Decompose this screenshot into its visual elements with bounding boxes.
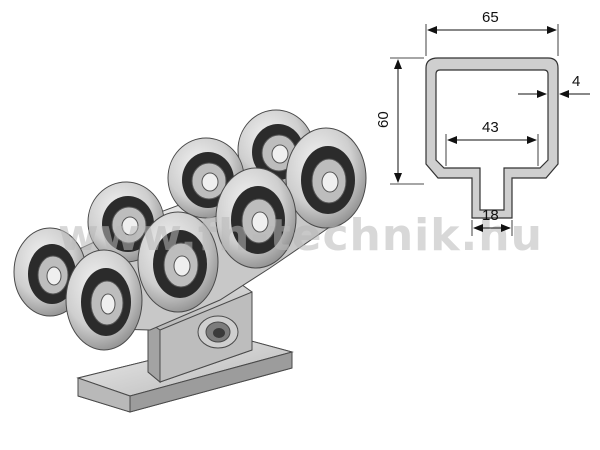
dimension-slot-value: 18 <box>482 207 499 224</box>
dimension-height: 60 <box>375 57 424 185</box>
dimension-inner-width-value: 43 <box>482 119 499 136</box>
wheel <box>65 249 143 351</box>
wheel <box>285 127 367 229</box>
wheel <box>137 211 219 313</box>
mounting-bracket <box>147 281 253 384</box>
dimension-wall-value: 4 <box>572 73 580 90</box>
dimension-wall: 4 <box>518 73 590 98</box>
dimension-slot: 18 <box>471 207 513 236</box>
wheel <box>215 167 297 269</box>
carriage-illustration <box>13 109 367 413</box>
dimension-height-value: 60 <box>375 111 392 128</box>
c-profile-shape <box>425 57 559 219</box>
dimension-annotations: 65 60 4 43 <box>375 9 590 236</box>
watermark-text: www.fh-technik.hu <box>58 210 543 261</box>
dimension-width: 65 <box>425 9 559 56</box>
dimension-width-value: 65 <box>482 9 499 26</box>
dimension-inner-width: 43 <box>445 119 539 166</box>
rail-profile-section <box>425 57 559 219</box>
